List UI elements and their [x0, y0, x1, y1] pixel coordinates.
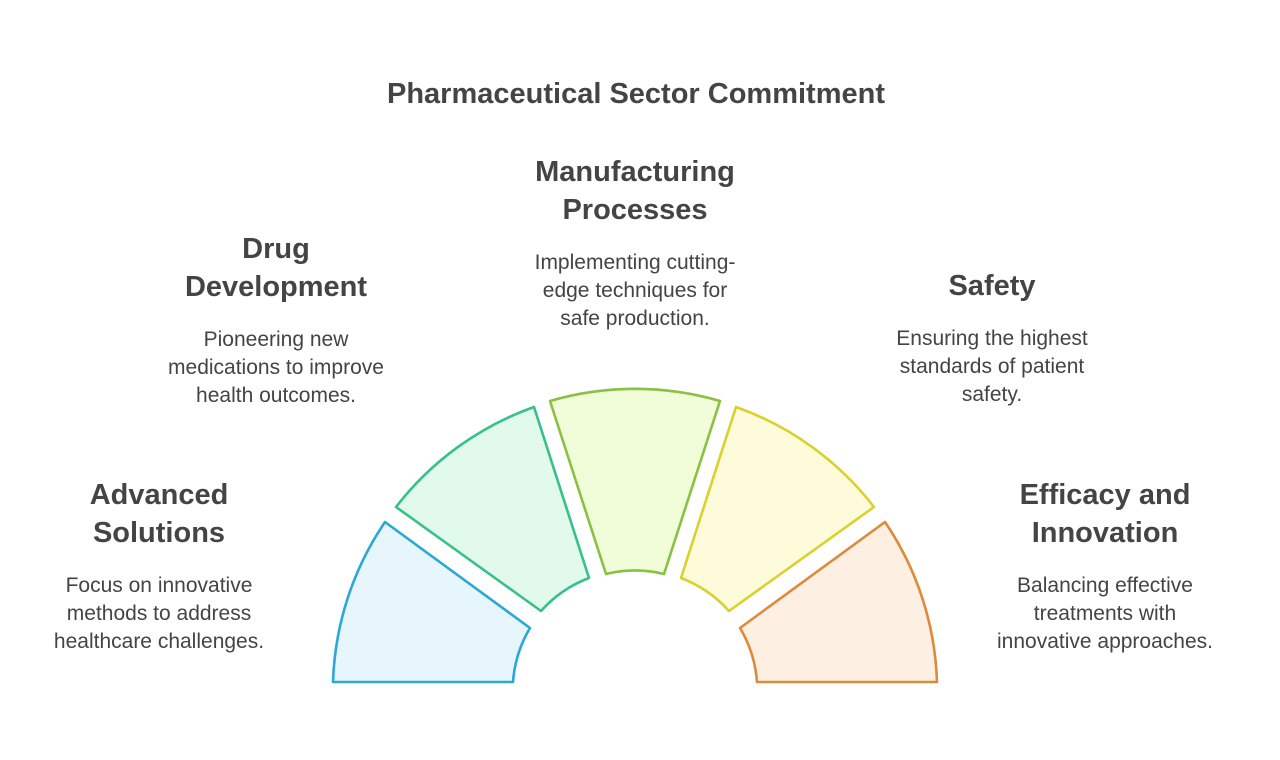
heading-manufacturing-processes: Manufacturing Processes [535, 156, 735, 226]
segment-drug-development [394, 405, 591, 613]
description-efficacy-and-innovation: Balancing effective treatments with inno… [997, 574, 1213, 653]
heading-efficacy-and-innovation: Efficacy and Innovation [1019, 479, 1191, 549]
description-advanced-solutions: Focus on innovative methods to address h… [53, 574, 265, 653]
heading-drug-development: Drug Development [184, 233, 368, 303]
label-manufacturing-processes: Manufacturing Processes Implementing cut… [495, 153, 775, 333]
label-safety: Safety Ensuring the highest standards of… [862, 267, 1122, 409]
diagram-title: Pharmaceutical Sector Commitment [387, 78, 885, 110]
segment-efficacy-and-innovation [738, 520, 939, 684]
heading-safety: Safety [948, 270, 1036, 302]
label-advanced-solutions: Advanced Solutions Focus on innovative m… [30, 476, 288, 656]
label-drug-development: Drug Development Pioneering new medicati… [140, 230, 412, 410]
description-safety: Ensuring the highest standards of patien… [896, 327, 1088, 406]
heading-advanced-solutions: Advanced Solutions [89, 479, 229, 549]
description-drug-development: Pioneering new medications to improve he… [168, 328, 384, 407]
segment-advanced-solutions [331, 520, 532, 684]
label-efficacy-and-innovation: Efficacy and Innovation Balancing effect… [974, 476, 1236, 656]
description-manufacturing-processes: Implementing cutting- edge techniques fo… [534, 251, 736, 330]
segment-manufacturing-processes [548, 387, 722, 576]
segment-safety [679, 405, 876, 613]
